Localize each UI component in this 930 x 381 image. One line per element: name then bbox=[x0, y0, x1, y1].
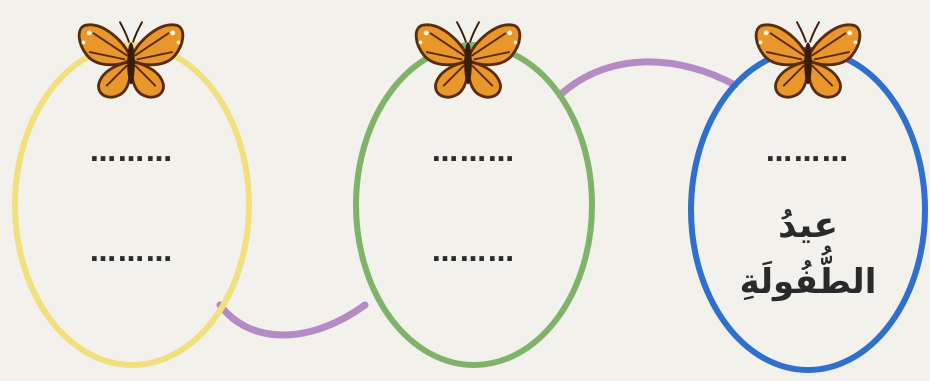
connector-left-middle bbox=[220, 305, 365, 335]
word-line-2: الطُّفُولَةِ bbox=[723, 262, 893, 302]
word-line-1: عيدُ bbox=[723, 205, 893, 246]
blank-line: ……… bbox=[389, 140, 559, 166]
connector-middle-right bbox=[560, 62, 735, 95]
butterfly-icon bbox=[416, 21, 520, 97]
blank-line: ……… bbox=[723, 140, 893, 166]
butterfly-icon bbox=[79, 21, 183, 97]
butterfly-icon bbox=[756, 21, 860, 97]
oval-left bbox=[15, 45, 249, 365]
blank-line: ……… bbox=[47, 140, 217, 166]
blank-line: ……… bbox=[47, 240, 217, 266]
oval-middle bbox=[356, 45, 592, 365]
blank-line: ……… bbox=[389, 240, 559, 266]
